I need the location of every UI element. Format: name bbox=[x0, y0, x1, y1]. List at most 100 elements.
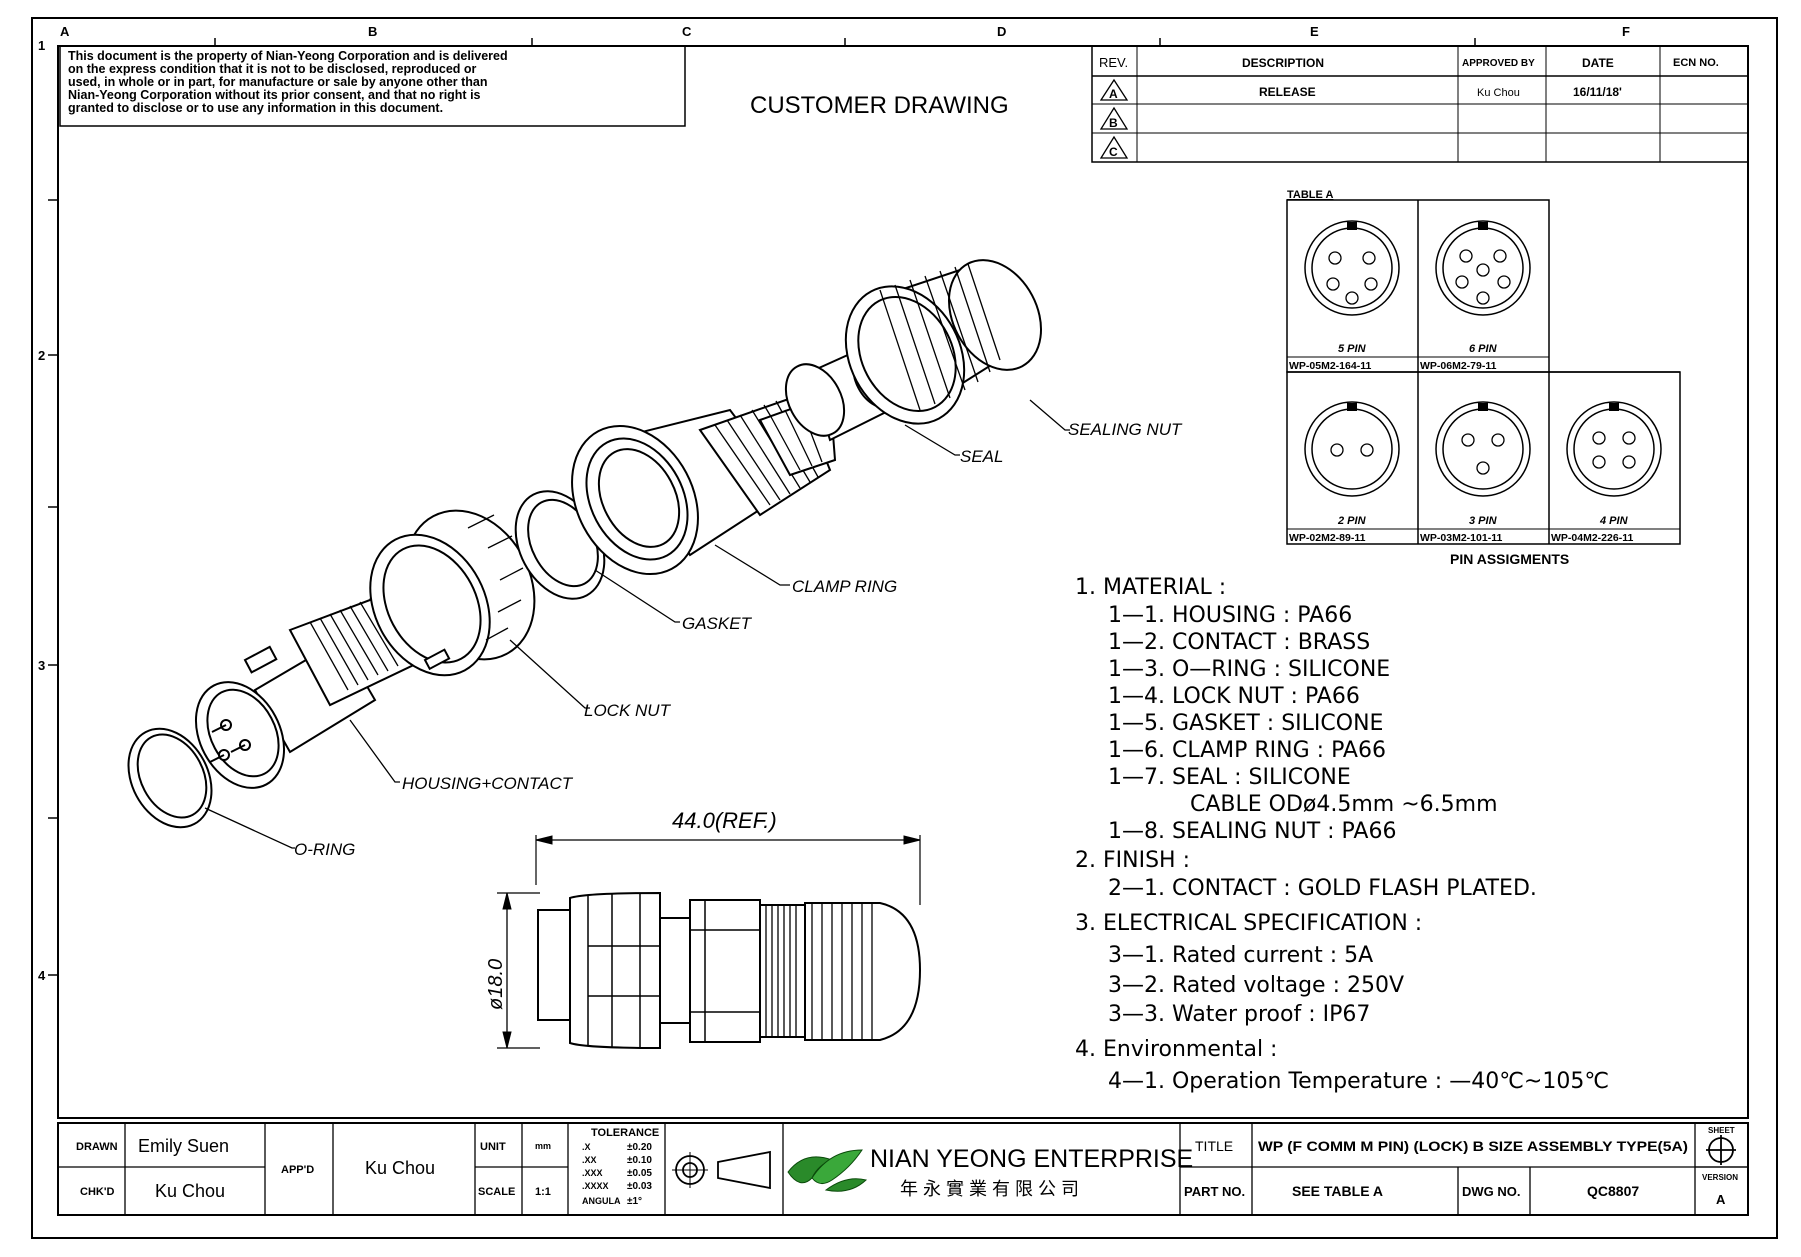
scale-label: SCALE bbox=[478, 1186, 515, 1198]
tol-val: ±0.10 bbox=[627, 1155, 652, 1166]
pin-face-3 bbox=[1435, 401, 1531, 497]
part-2pin: WP-02M2-89-11 bbox=[1289, 532, 1366, 544]
zone-col-e: E bbox=[1310, 24, 1319, 39]
note-line: 1—7. SEAL : SILICONE bbox=[1108, 765, 1351, 790]
part-value: SEE TABLE A bbox=[1292, 1183, 1383, 1199]
notice-box bbox=[59, 45, 686, 127]
notice-line: granted to disclose or to use any inform… bbox=[68, 101, 443, 115]
inner-border bbox=[57, 45, 1749, 1119]
zone-col-f: F bbox=[1622, 24, 1630, 39]
note-line: 1—5. GASKET : SILICONE bbox=[1108, 711, 1383, 736]
rev-triangle bbox=[1099, 106, 1129, 130]
pin-face-5 bbox=[1304, 220, 1400, 316]
label-clamp-ring: CLAMP RING bbox=[792, 577, 897, 596]
leader-lines bbox=[204, 399, 1070, 849]
tol-val: ±0.03 bbox=[627, 1181, 652, 1192]
rev-header: REV. bbox=[1099, 55, 1128, 70]
dwg-label: DWG NO. bbox=[1462, 1184, 1521, 1199]
company-name-cn: 年 永 實 業 有 限 公 司 bbox=[900, 1179, 1079, 1199]
lock-nut-part bbox=[369, 509, 536, 677]
zone-col-b: B bbox=[368, 24, 377, 39]
notice-line: on the express condition that it is not … bbox=[68, 62, 477, 76]
zone-row-2: 2 bbox=[38, 348, 45, 363]
zone-col-a: A bbox=[60, 24, 70, 39]
dim-diameter: ø18.0 bbox=[485, 959, 507, 1010]
chkd-label: CHK'D bbox=[80, 1186, 114, 1198]
exploded-assembly bbox=[127, 259, 1043, 829]
notice-line: Nian-Yeong Corporation without its prior… bbox=[68, 88, 481, 102]
note-line: 3. ELECTRICAL SPECIFICATION : bbox=[1075, 911, 1422, 936]
notice-text: This document is the property of Nian-Ye… bbox=[68, 49, 508, 115]
drawing-label: CUSTOMER DRAWING bbox=[750, 92, 1009, 119]
rev-triangle bbox=[1099, 135, 1129, 159]
note-line: 3—1. Rated current : 5A bbox=[1108, 943, 1373, 968]
note-line: 1—6. CLAMP RING : PA66 bbox=[1108, 738, 1386, 763]
note-line: CABLE ODø4.5mm ~6.5mm bbox=[1190, 792, 1498, 817]
part-3pin: WP-03M2-101-11 bbox=[1420, 532, 1502, 544]
table-a-title: TABLE A bbox=[1287, 189, 1333, 201]
note-line: 4. Environmental : bbox=[1075, 1037, 1277, 1062]
tolerance-title: TOLERANCE bbox=[591, 1127, 659, 1139]
pin-table-caption: PIN ASSIGMENTS bbox=[1450, 551, 1569, 567]
chkd-name: Ku Chou bbox=[155, 1181, 225, 1201]
tol-val: ±1° bbox=[627, 1196, 642, 1207]
approved-header: APPROVED BY bbox=[1462, 58, 1535, 69]
o-ring-part bbox=[127, 727, 213, 829]
drawn-label: DRAWN bbox=[76, 1141, 118, 1153]
pin-face-4 bbox=[1566, 401, 1662, 497]
company-logo bbox=[787, 1149, 868, 1192]
appd-label: APP'D bbox=[281, 1164, 314, 1176]
label-seal: SEAL bbox=[960, 447, 1003, 466]
zone-row-1: 1 bbox=[38, 38, 45, 53]
zone-row-3: 3 bbox=[38, 658, 45, 673]
housing-part bbox=[194, 583, 447, 789]
part-label: PART NO. bbox=[1184, 1184, 1245, 1199]
label-sealing-nut: SEALING NUT bbox=[1068, 420, 1183, 439]
sealing-nut-part bbox=[844, 259, 1043, 425]
scale-value: 1:1 bbox=[535, 1186, 551, 1198]
part-4pin: WP-04M2-226-11 bbox=[1551, 532, 1633, 544]
unit-value: mm bbox=[535, 1141, 551, 1151]
version-label: VERSION bbox=[1702, 1173, 1738, 1182]
drawing-title: WP (F COMM M PIN) (LOCK) B SIZE ASSEMBLY… bbox=[1258, 1138, 1688, 1154]
note-line: 1—1. HOUSING : PA66 bbox=[1108, 603, 1352, 628]
outer-border bbox=[31, 17, 1778, 1239]
company-name: NIAN YEONG ENTERPRISE bbox=[870, 1145, 1193, 1173]
zone-col-d: D bbox=[997, 24, 1006, 39]
note-line: 1—4. LOCK NUT : PA66 bbox=[1108, 684, 1360, 709]
tol-val: ±0.20 bbox=[627, 1142, 652, 1153]
drawn-name: Emily Suen bbox=[138, 1136, 229, 1156]
pin-label-2: 2 PIN bbox=[1337, 515, 1367, 527]
notice-line: This document is the property of Nian-Ye… bbox=[68, 49, 508, 63]
zone-col-c: C bbox=[682, 24, 692, 39]
part-6pin: WP-06M2-79-11 bbox=[1420, 360, 1497, 372]
tol-val: ±0.05 bbox=[627, 1168, 652, 1179]
unit-label: UNIT bbox=[480, 1141, 506, 1153]
dwg-value: QC8807 bbox=[1587, 1183, 1639, 1199]
revision-table: REV. DESCRIPTION APPROVED BY DATE ECN NO… bbox=[1091, 45, 1749, 163]
note-line: 1—3. O—RING : SILICONE bbox=[1108, 657, 1390, 682]
note-line: 2. FINISH : bbox=[1075, 848, 1190, 873]
rev-a: A bbox=[1109, 87, 1118, 101]
rev-a-approved: Ku Chou bbox=[1477, 87, 1520, 99]
note-line: 1—2. CONTACT : BRASS bbox=[1108, 630, 1370, 655]
dim-length: 44.0(REF.) bbox=[672, 808, 777, 833]
tol-key: .XX bbox=[582, 1155, 597, 1165]
pin-label-5: 5 PIN bbox=[1338, 343, 1367, 355]
zone-row-4: 4 bbox=[38, 968, 46, 983]
label-o-ring: O-RING bbox=[294, 840, 355, 859]
rev-a-date: 16/11/18' bbox=[1573, 85, 1622, 99]
pin-table: TABLE A 5 PIN WP-05M2-164-11 bbox=[1286, 189, 1681, 567]
pin-face-6 bbox=[1435, 220, 1531, 316]
ecn-header: ECN NO. bbox=[1673, 57, 1719, 69]
rev-b: B bbox=[1109, 116, 1118, 130]
appd-name: Ku Chou bbox=[365, 1158, 435, 1178]
title-block: DRAWN Emily Suen CHK'D Ku Chou APP'D Ku … bbox=[57, 1122, 1749, 1216]
material-notes: 1. MATERIAL : 1—1. HOUSING : PA66 1—2. C… bbox=[1075, 575, 1609, 1094]
pin-face-2 bbox=[1304, 401, 1400, 497]
rev-a-description: RELEASE bbox=[1259, 85, 1316, 99]
pin-label-6: 6 PIN bbox=[1469, 343, 1498, 355]
side-view bbox=[497, 835, 922, 1050]
tol-key: ANGULA bbox=[582, 1196, 621, 1206]
